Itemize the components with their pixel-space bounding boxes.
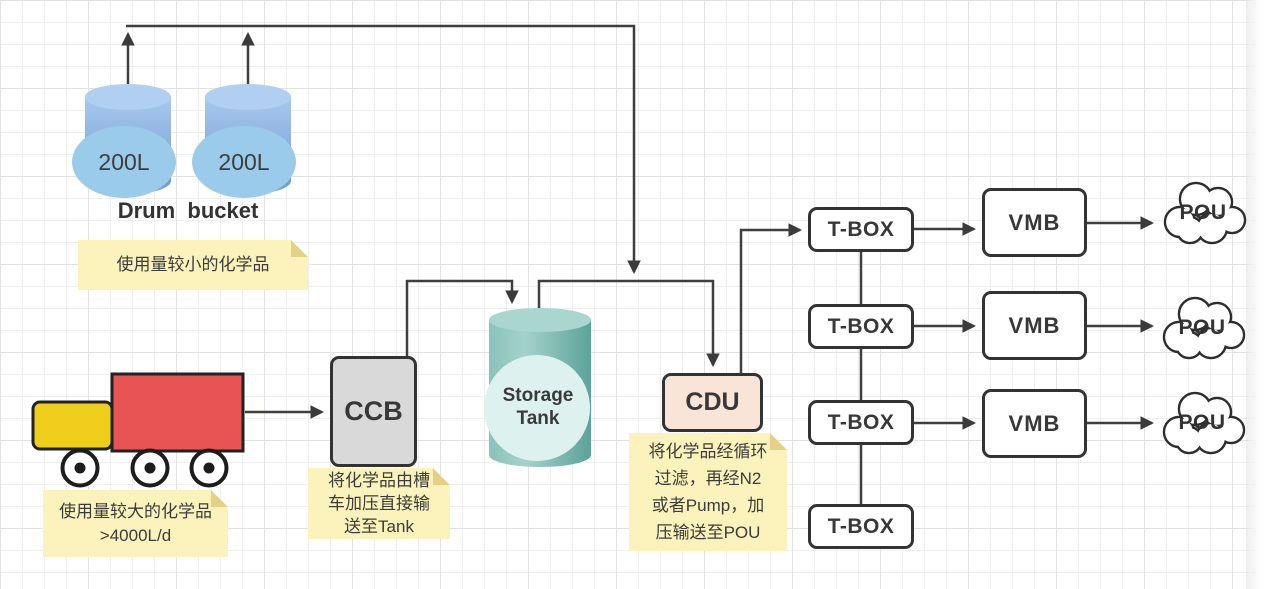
tbox-label: T-BOX [827,314,895,338]
vmb-node-1[interactable]: VMB [982,188,1087,257]
ccb-label: CCB [344,396,403,426]
note-text: 使用量较大的化学品 [59,501,212,521]
note-text: 或者Pump，加 [651,496,765,515]
pou-label-2: POU [1178,316,1226,339]
tbox-node-2[interactable]: T-BOX [808,304,914,349]
note-text: 使用量较小的化学品 [116,255,270,274]
storage-tank-label: Storage Tank [487,384,589,430]
tbox-node-3[interactable]: T-BOX [808,400,914,445]
storage-tank-label-line2: Tank [516,408,560,429]
ccb-node[interactable]: CCB [330,356,417,467]
page-right-edge [1246,0,1268,589]
tbox-node-1[interactable]: T-BOX [808,207,914,252]
note-text: 将化学品经循环 [648,442,768,461]
vmb-node-2[interactable]: VMB [982,291,1087,360]
connector-cdu-to-tbox1 [739,223,803,373]
tbox-label: T-BOX [827,514,895,538]
truck-trailer [110,372,245,453]
note-text: 将化学品由槽 [328,471,430,490]
tbox-label: T-BOX [827,410,895,434]
connector-ccb-to-tank [405,279,519,356]
note-text: 送至Tank [344,517,414,536]
note-text: 压输送至POU [655,523,761,542]
tanker-truck-shape[interactable] [31,372,245,488]
note-text: >4000L/d [99,525,172,545]
vmb-label: VMB [1008,312,1061,338]
note-text: 车加压直接输 [328,494,430,513]
ccb-sticky-note[interactable]: 将化学品由槽 车加压直接输 送至Tank [308,468,450,539]
truck-sticky-note[interactable]: 使用量较大的化学品 >4000L/d [43,490,228,557]
drum-2-shape[interactable] [192,84,296,198]
cdu-node[interactable]: CDU [662,373,763,432]
drum-1-shape[interactable] [72,84,176,198]
storage-tank-label-line1: Storage [502,385,574,406]
tbox-node-4[interactable]: T-BOX [808,504,914,549]
truck-cab [31,400,114,451]
note-text: 过滤，再经N2 [654,469,762,488]
pou-label-3: POU [1178,411,1226,434]
connector-tank-to-cdu [537,279,720,368]
drum2-capacity-label: 200L [218,148,270,175]
tbox-label: T-BOX [827,217,895,241]
vmb-node-3[interactable]: VMB [982,389,1087,458]
cdu-sticky-note[interactable]: 将化学品经循环 过滤，再经N2 或者Pump，加 压输送至POU [629,433,787,551]
connector-return-loop [126,24,641,275]
vmb-label: VMB [1008,209,1061,235]
drum-caption: Drum bucket [117,198,259,223]
storage-tank-shape[interactable] [484,308,591,467]
drum1-capacity-label: 200L [98,148,150,175]
vmb-label: VMB [1008,410,1061,436]
cdu-label: CDU [685,388,740,416]
drum-sticky-note[interactable]: 使用量较小的化学品 [78,240,308,290]
connector-lines [121,24,1155,504]
truck-wheel-hubs [74,462,215,474]
pou-label-1: POU [1179,201,1227,224]
